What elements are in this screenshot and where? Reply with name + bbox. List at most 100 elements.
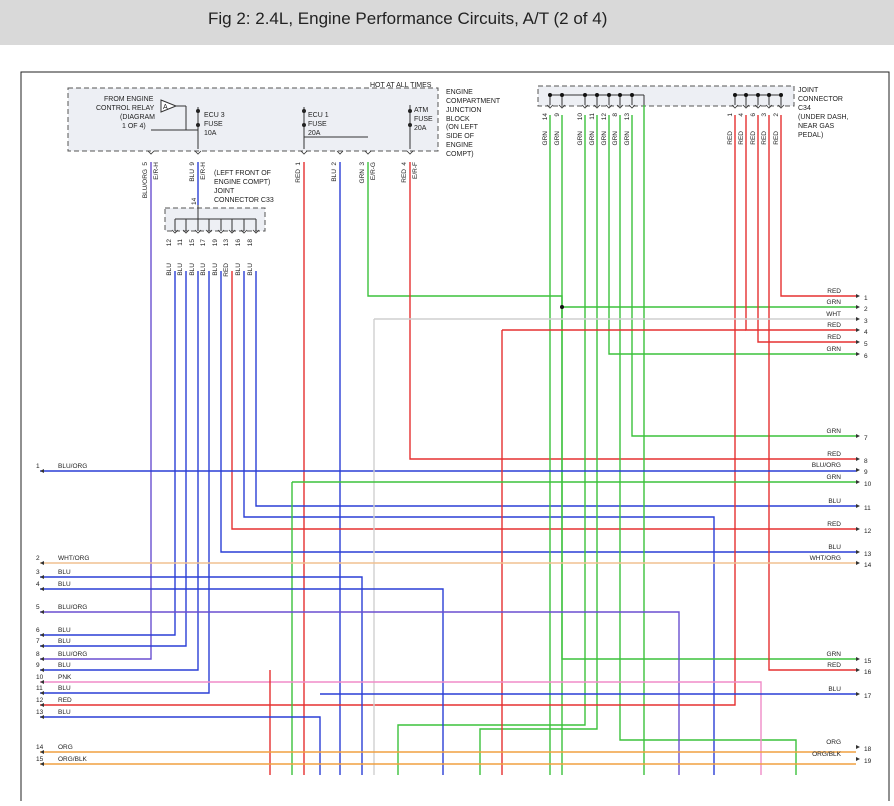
left-row-10-label: PNK <box>58 674 72 681</box>
wiring-diagram-svg: HOT AT ALL TIMES ENGINE COMPARTMENT JUNC… <box>20 71 890 806</box>
fuse-atm-dot <box>408 109 412 113</box>
wire-c34-2 <box>780 115 856 297</box>
right-row-10-number: 10 <box>864 481 872 488</box>
left-row-15-number: 15 <box>36 756 44 763</box>
c34-red-pin-4-number: 4 <box>738 113 745 117</box>
fuse-ecu1-label-2: FUSE <box>308 121 327 128</box>
fuse-ecu3-label-3: 10A <box>204 130 217 137</box>
left-row-3-number: 3 <box>36 569 40 576</box>
right-row-9-number: 9 <box>864 469 868 476</box>
c34-grn-pin-8-tick <box>616 104 624 109</box>
wire-jb4-red <box>409 162 856 460</box>
c34-red-pin-6-tick <box>754 104 762 109</box>
jb-pin-3-tick <box>364 150 372 155</box>
left-row-arrow-11 <box>40 691 44 695</box>
left-row-4-label: BLU <box>58 581 71 588</box>
left-row-1-label: BLU/ORG <box>58 463 87 470</box>
wire-c33-11 <box>40 271 187 647</box>
c34-red-pin-4-tick <box>742 104 750 109</box>
c34-red-pin-1-number: 1 <box>727 113 734 117</box>
junction-block-box <box>67 87 439 152</box>
junction-block-label-6: SIDE OF <box>446 133 474 140</box>
right-row-3-number: 3 <box>864 318 868 325</box>
c33-top-pin: 14 <box>191 197 198 205</box>
fuse-atm-label-2: FUSE <box>414 116 433 123</box>
jb-pin-5-tick <box>147 150 155 155</box>
right-row-8-label: RED <box>827 451 841 458</box>
wire-c34-1 <box>40 115 736 706</box>
c34-grn-pin-9-wire-label: GRN <box>554 131 561 146</box>
c34-grn-pin-9-number: 9 <box>554 113 561 117</box>
wire-c33-15 <box>40 271 199 671</box>
junction-block-label-1: ENGINE <box>446 89 473 96</box>
wire-c34-6 <box>757 115 856 343</box>
fuse-ecu1-dot-2 <box>302 123 306 127</box>
jb-pin-9-number: 9 <box>189 162 196 166</box>
junction-block: HOT AT ALL TIMES ENGINE COMPARTMENT JUNC… <box>67 82 501 158</box>
left-row-9-number: 9 <box>36 662 40 669</box>
wire-c33-19 <box>220 271 856 553</box>
right-row-18-label: ORG <box>826 739 841 746</box>
right-row-arrow-15 <box>856 657 860 661</box>
junction-block-label-4: BLOCK <box>446 116 470 123</box>
right-row-arrow-19 <box>856 757 860 761</box>
left-row-7-label: BLU <box>58 638 71 645</box>
junction-block-label-5: (ON LEFT <box>446 124 479 131</box>
left-row-8-label: BLU/ORG <box>58 651 87 658</box>
fuse-ecu1-dot <box>302 109 306 113</box>
right-row-14-label: WHT/ORG <box>810 555 841 562</box>
wire-layer <box>40 94 856 775</box>
c33-pin-18-tick <box>252 229 260 234</box>
right-row-14-number: 14 <box>864 562 872 569</box>
wire-jb5-bluorg <box>40 162 152 660</box>
c34-red-pin-4-wire-label: RED <box>738 131 745 145</box>
relay-label-4: 1 OF 4) <box>122 123 146 130</box>
left-row-arrow-7 <box>40 644 44 648</box>
wire-c33-12 <box>40 271 176 636</box>
left-row-arrow-9 <box>40 668 44 672</box>
left-row-2-number: 2 <box>36 555 40 562</box>
left-row-11-label: BLU <box>58 685 71 692</box>
right-row-4-number: 4 <box>864 329 868 336</box>
right-row-6-label: GRN <box>827 346 842 353</box>
wire-c34-9-junction-dot <box>560 305 564 309</box>
left-row-14-label: ORG <box>58 744 73 751</box>
c34-label-4: (UNDER DASH, <box>798 114 849 121</box>
c34-grn-pin-12-tick <box>605 104 613 109</box>
left-row-arrow-1 <box>40 469 44 473</box>
right-row-19-label: ORG/BLK <box>812 751 842 758</box>
wire-c34-10 <box>397 115 586 775</box>
c34-red-pin-3-tick <box>765 104 773 109</box>
relay-label-1: FROM ENGINE <box>104 96 154 103</box>
left-row-arrow-10 <box>40 680 44 684</box>
c34-grn-pin-11-wire-label: GRN <box>589 131 596 146</box>
left-row-arrow-4 <box>40 587 44 591</box>
c34-label-3: C34 <box>798 105 811 112</box>
left-row-12-number: 12 <box>36 697 44 704</box>
c33-pin-18-number: 18 <box>247 239 254 247</box>
wire-row-bluorg-5 <box>40 611 680 775</box>
jb-pin-2-wire-label: BLU <box>331 169 338 182</box>
right-row-arrow-12 <box>856 527 860 531</box>
c33-pin-19-number: 19 <box>212 239 219 247</box>
jb-pin-1-number: 1 <box>295 162 302 166</box>
left-row-13-number: 13 <box>36 709 44 716</box>
left-row-arrow-13 <box>40 715 44 719</box>
junction-block-label-2: COMPARTMENT <box>446 98 501 105</box>
joint-connector-c33: 14 (LEFT FRONT OF ENGINE COMPT) JOINT CO… <box>164 170 274 232</box>
right-row-5-label: RED <box>827 334 841 341</box>
c34-red-pin-1-wire-label: RED <box>727 131 734 145</box>
right-row-2-number: 2 <box>864 306 868 313</box>
c34-grn-pin-11-tick <box>593 104 601 109</box>
c34-grn-pin-13-number: 13 <box>624 113 631 121</box>
right-row-5-number: 5 <box>864 341 868 348</box>
right-row-arrow-6 <box>856 352 860 356</box>
right-row-arrow-18 <box>856 745 860 749</box>
wire-c34-11 <box>479 115 598 775</box>
left-row-7-number: 7 <box>36 638 40 645</box>
c33-pin-12-wire-label: BLU <box>166 263 173 276</box>
wire-c34-3 <box>768 115 856 671</box>
right-row-arrow-3 <box>856 317 860 321</box>
c34-grn-pin-11-dot <box>595 93 599 97</box>
right-row-8-number: 8 <box>864 458 868 465</box>
